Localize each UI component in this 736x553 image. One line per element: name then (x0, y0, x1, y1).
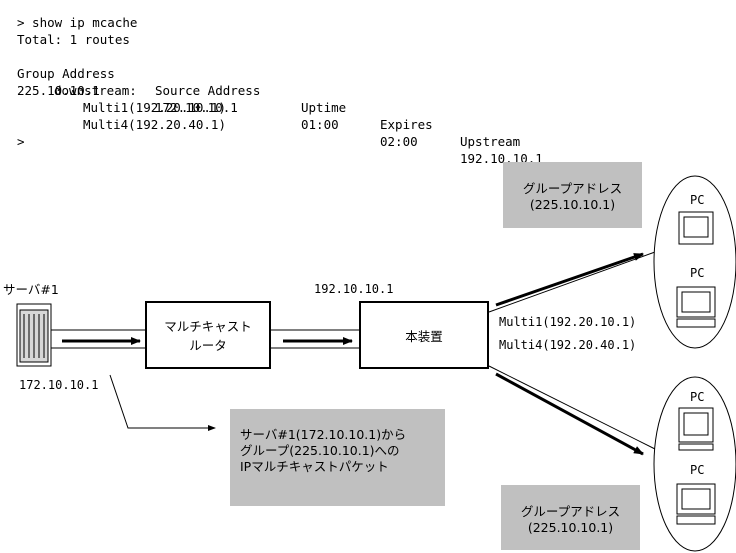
multi4-interface: Multi4(192.20.40.1) (499, 338, 637, 352)
multicast-packet-note: サーバ#1(172.10.10.1)から グループ(225.10.10.1)への… (230, 409, 445, 506)
group-address-title: グループアドレス (522, 181, 623, 196)
pc-label: PC (690, 463, 705, 477)
group-address-title: グループアドレス (520, 503, 621, 519)
value-uptime: 01:00 (301, 117, 339, 132)
pc-icon (678, 407, 714, 451)
pc-icon (676, 286, 716, 328)
value-expires: 02:00 (380, 134, 418, 149)
server-icon (16, 303, 52, 367)
command-prompt: > (17, 134, 25, 149)
device-label: 本装置 (405, 328, 443, 344)
header-source-address: Source Address (155, 83, 261, 98)
packet-note-line: サーバ#1(172.10.10.1)から (240, 427, 407, 442)
downstream-item: Multi1(192.20.10.1) (83, 100, 226, 115)
pc-label: PC (690, 266, 705, 280)
group-address-value: (225.10.10.1) (529, 197, 616, 212)
downstream-label: downstream: (54, 83, 137, 98)
pc-label: PC (690, 193, 705, 207)
annotation-pointer (109, 374, 216, 431)
header-upstream: Upstream (460, 134, 521, 149)
flow-arrow-top (495, 252, 644, 307)
server-label: サーバ#1 (3, 282, 59, 297)
value-group-address: 225.10.10.1 (17, 83, 100, 98)
header-uptime: Uptime (301, 100, 347, 115)
flow-arrow-bottom (495, 372, 644, 456)
packet-note-line: グループ(225.10.10.1)への (240, 443, 400, 458)
server-ip: 172.10.10.1 (19, 378, 99, 392)
pc-label: PC (690, 390, 705, 404)
downstream-item: Multi4(192.20.40.1) (83, 117, 226, 132)
table-header-row: Group Address Source Address Uptime Expi… (17, 48, 577, 149)
group-address-box-top: グループアドレス (225.10.10.1) (503, 162, 642, 228)
multi1-interface: Multi1(192.20.10.1) (499, 315, 637, 329)
link-device-group-bottom (488, 365, 656, 450)
packet-note-line: IPマルチキャストパケット (240, 459, 389, 474)
value-source-address: 172.10.10.1 (155, 100, 238, 115)
pc-icon (678, 211, 714, 245)
link-device-group-top (488, 251, 656, 313)
group-address-value: (225.10.10.1) (527, 519, 614, 535)
pc-icon (676, 483, 716, 525)
multicast-router-box: マルチキャスト ルータ (145, 301, 271, 369)
router-label: マルチキャスト (164, 319, 252, 334)
header-group-address: Group Address (17, 66, 115, 81)
total-routes: Total: 1 routes (17, 32, 130, 47)
group-address-box-bottom: グループアドレス (225.10.10.1) (501, 485, 640, 550)
router-label: ルータ (189, 338, 227, 353)
command-line: > show ip mcache (17, 15, 138, 30)
router-ip: 192.10.10.1 (314, 282, 394, 296)
header-expires: Expires (380, 117, 433, 132)
device-box: 本装置 (359, 301, 489, 369)
